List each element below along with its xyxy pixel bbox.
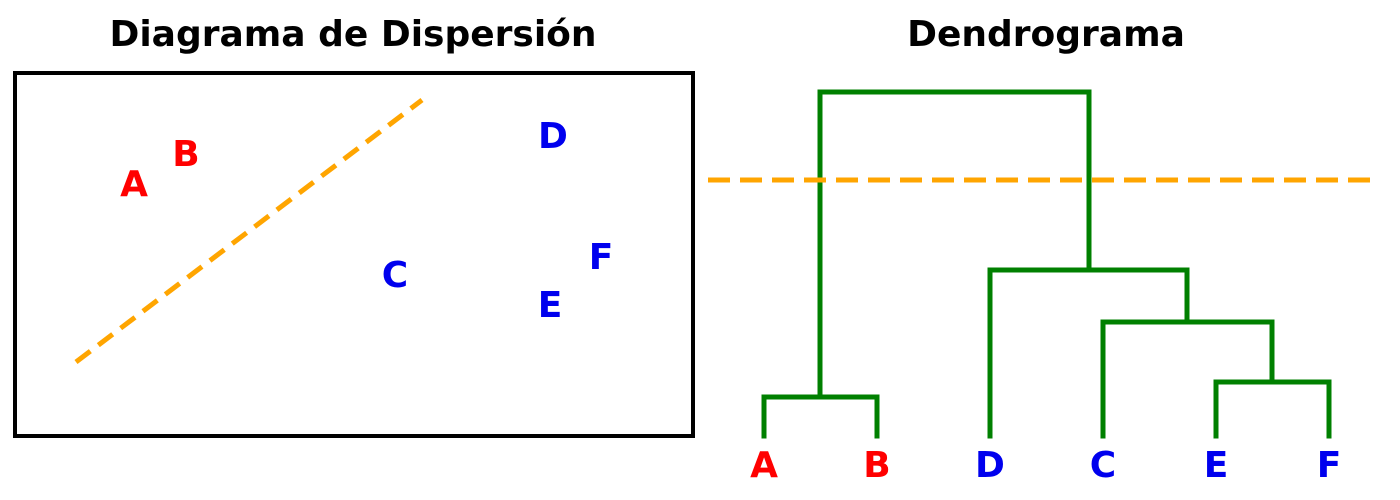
merge-c-ef (1100, 319, 1275, 439)
scatter-title: Diagrama de Dispersión (109, 14, 596, 55)
scatter-point-f: F (589, 237, 614, 278)
leaf-label-b: B (863, 445, 890, 486)
merge-root (817, 89, 1092, 400)
scatter-frame (13, 71, 695, 438)
scatter-point-a: A (120, 164, 148, 205)
leaf-label-d: D (975, 445, 1005, 486)
scatter-panel: Diagrama de Dispersión A B C D E F (13, 14, 695, 438)
leaf-label-c: C (1090, 445, 1116, 486)
scatter-point-b: B (172, 134, 199, 175)
scatter-separator-line (74, 98, 424, 364)
dendrogram-tree (761, 89, 1332, 439)
leaf-label-e: E (1204, 445, 1229, 486)
merge-a-b (761, 394, 880, 439)
scatter-point-e: E (538, 285, 563, 326)
dendrogram-title: Dendrograma (907, 14, 1185, 55)
scatter-point-d: D (538, 116, 568, 157)
merge-e-f (1213, 379, 1332, 439)
scatter-point-c: C (382, 255, 408, 296)
leaf-label-a: A (750, 445, 778, 486)
dendrogram-panel: Dendrograma A B D C E F (708, 14, 1378, 486)
merge-d-cef (987, 267, 1190, 439)
leaf-label-f: F (1317, 445, 1342, 486)
